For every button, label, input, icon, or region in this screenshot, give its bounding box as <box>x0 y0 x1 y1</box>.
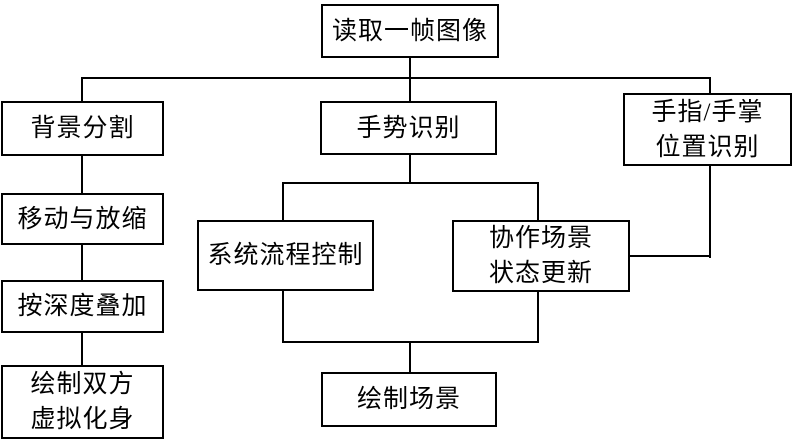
node-move-zoom: 移动与放缩 <box>1 193 164 245</box>
edge-movezoom-to-depth <box>81 244 83 281</box>
edge-drop-to-bg-seg <box>81 78 83 102</box>
node-draw-scene: 绘制场景 <box>321 372 497 427</box>
node-depth-overlay: 按深度叠加 <box>1 280 164 333</box>
edge-drop-to-collab-update <box>537 183 539 221</box>
edge-branch-distribution <box>81 77 711 79</box>
edge-drop-to-sys-control <box>282 183 284 221</box>
node-gesture-recognition: 手势识别 <box>320 101 497 155</box>
node-finger-palm-position: 手指/手掌 位置识别 <box>623 93 792 166</box>
edge-collab-down <box>537 291 539 343</box>
edge-depth-to-avatar <box>81 332 83 366</box>
edge-drop-to-finger-palm <box>709 78 711 94</box>
edge-drop-to-gesture <box>409 78 411 102</box>
edge-drop-to-draw-scene <box>409 342 411 373</box>
node-system-flow-control: 系统流程控制 <box>197 220 374 291</box>
edge-read-frame-stem <box>409 57 411 79</box>
edge-fingerpalm-to-collab <box>629 255 711 257</box>
node-draw-avatars: 绘制双方 虚拟化身 <box>1 365 164 439</box>
node-background-segmentation: 背景分割 <box>1 101 164 156</box>
node-collab-scene-update: 协作场景 状态更新 <box>452 220 630 292</box>
edge-fingerpalm-down <box>709 164 711 258</box>
edge-bgseg-to-movezoom <box>81 155 83 194</box>
node-read-frame: 读取一帧图像 <box>321 4 499 58</box>
edge-gesture-split-bar <box>282 182 539 184</box>
edge-syscontrol-down <box>282 289 284 343</box>
edge-gesture-stem <box>409 154 411 184</box>
